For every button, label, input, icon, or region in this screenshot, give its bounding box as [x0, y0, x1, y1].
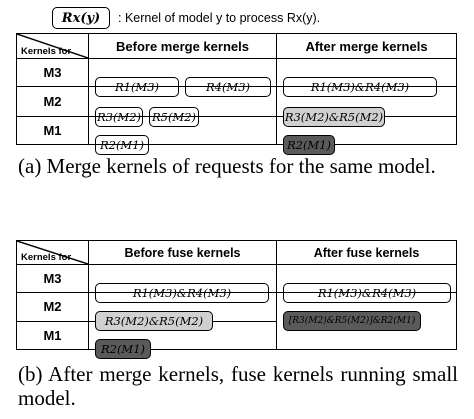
kernel-merged-m2: R3(M2)&R5(M2) [283, 106, 385, 127]
table-merge-kernels: Kernels for Before merge kernels After m… [16, 33, 457, 155]
kernel-b-after-m3: R1(M3)&R4(M3) [283, 282, 451, 303]
kernel-merged-m3: R1(M3)&R4(M3) [283, 76, 437, 97]
row-label-m3: M3 [16, 58, 89, 87]
row-label-b-m1: M1 [16, 320, 89, 350]
corner-label: Kernels for [21, 46, 72, 57]
corner-label-b: Kernels for [21, 252, 72, 263]
kernel-r3-m2: R3(M2) [95, 106, 143, 127]
kernel-b-before-m1: R2(M1) [95, 339, 151, 360]
col-header-before-fuse: Before fuse kernels [88, 240, 277, 265]
corner-diagonal [17, 34, 88, 58]
kernel-merged-m1: R2(M1) [283, 134, 335, 155]
kernel-r2-m1: R2(M1) [95, 134, 149, 155]
corner-header: Kernels for [16, 33, 89, 59]
legend-symbol: Rx(y) [52, 7, 110, 29]
legend-text: : Kernel of model y to process Rx(y). [118, 11, 321, 25]
col-header-after-fuse: After fuse kernels [276, 240, 457, 265]
kernel-r5-m2: R5(M2) [149, 106, 199, 127]
table-fuse-kernels: Kernels for Before fuse kernels After fu… [16, 240, 457, 360]
row-label-b-m2: M2 [16, 292, 89, 322]
kernel-r1-m3: R1(M3) [95, 76, 179, 97]
col-header-before-merge: Before merge kernels [88, 33, 277, 59]
row-label-m2: M2 [16, 86, 89, 117]
kernel-b-fused: [R3(M2)&R5(M2)]&R2(M1) [283, 311, 421, 331]
corner-diagonal-b [17, 241, 88, 264]
kernel-b-before-m2: R3(M2)&R5(M2) [95, 310, 213, 331]
col-header-after-merge: After merge kernels [276, 33, 457, 59]
caption-b: (b) After merge kernels, fuse kernels ru… [18, 362, 458, 410]
kernel-r4-m3: R4(M3) [185, 76, 271, 97]
row-label-b-m3: M3 [16, 264, 89, 293]
kernel-b-before-m3: R1(M3)&R4(M3) [95, 282, 269, 303]
corner-header-b: Kernels for [16, 240, 89, 265]
caption-a: (a) Merge kernels of requests for the sa… [18, 154, 436, 178]
row-label-m1: M1 [16, 116, 89, 145]
